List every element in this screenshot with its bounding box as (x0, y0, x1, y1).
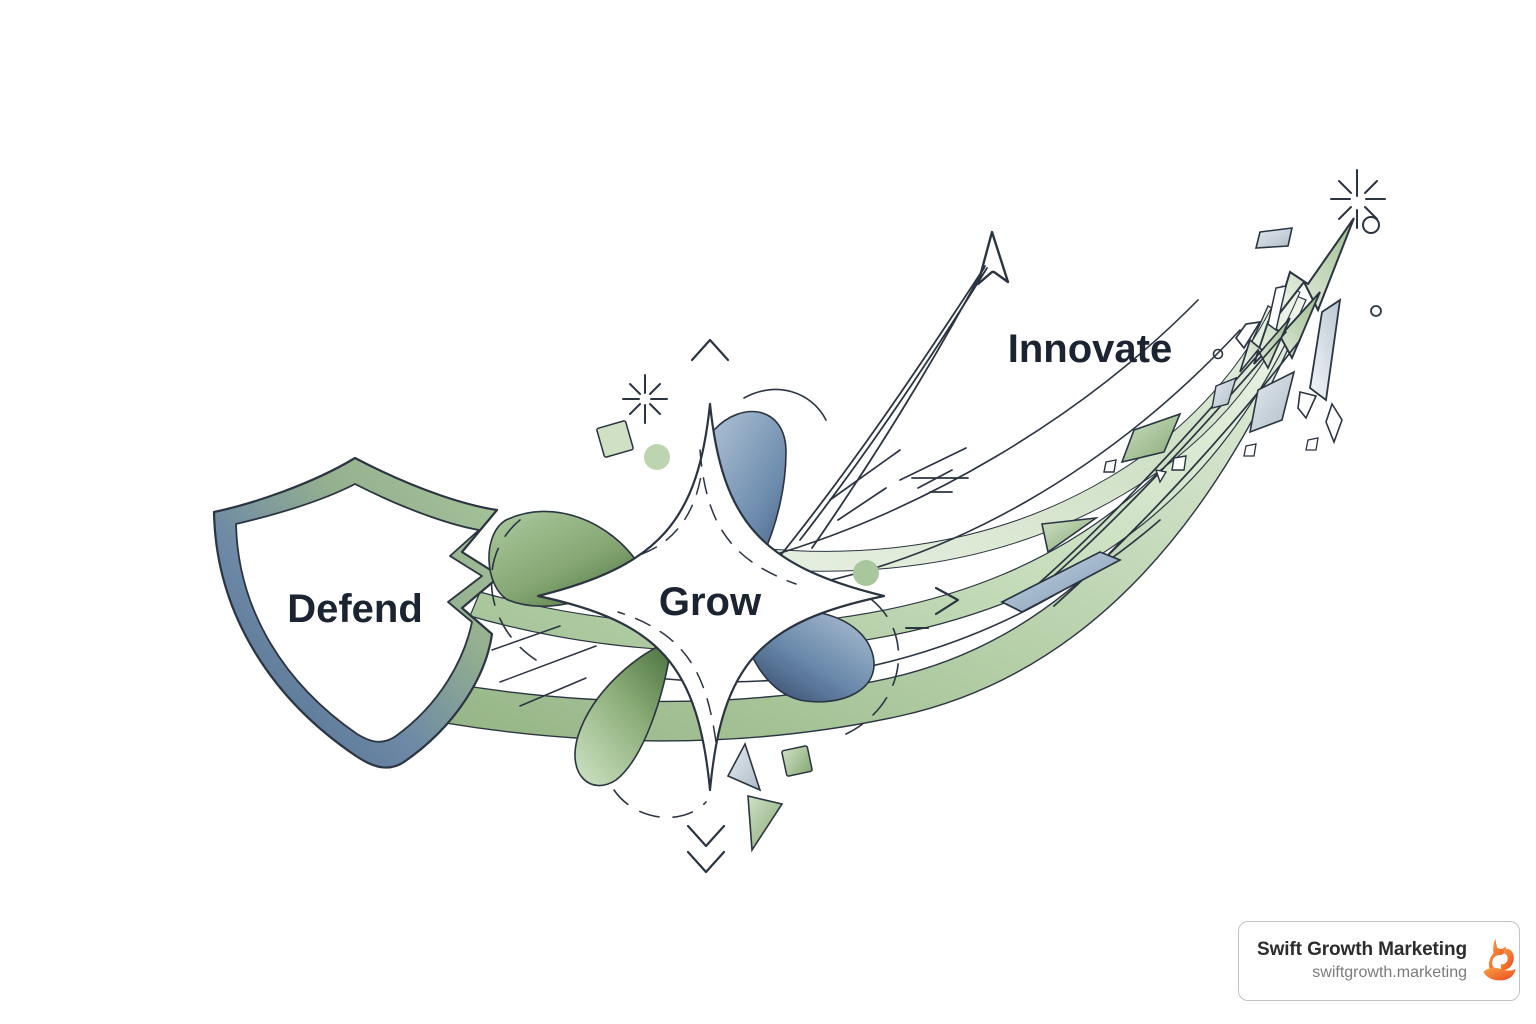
chevron-down-mark-2 (686, 850, 726, 874)
chevron-down-mark-1 (686, 824, 726, 848)
four-point-star-icon (536, 402, 886, 792)
badge-text-column: Swift Growth Marketing swiftgrowth.marke… (1257, 939, 1467, 983)
brand-badge[interactable]: Swift Growth Marketing swiftgrowth.marke… (1238, 921, 1520, 1001)
shield-inner-white (235, 483, 483, 743)
swirl-arc-bottom (613, 789, 707, 819)
fragment-green-diamond (1120, 412, 1182, 464)
fragment-outline-tiny-b (1171, 455, 1187, 471)
badge-title: Swift Growth Marketing (1257, 939, 1467, 961)
fragment-outline-kite (1297, 391, 1318, 420)
swirl-arc-right (845, 599, 900, 735)
shard-slate-tall (1309, 298, 1342, 402)
square-green-lower (781, 745, 813, 777)
sparkle-burst-icon (1330, 169, 1386, 229)
stage-label-defend: Defend (287, 587, 423, 631)
shard-slate-narrow (1267, 285, 1287, 332)
fragment-outline-tiny-d (1305, 437, 1319, 451)
fox-logo-icon (1477, 935, 1523, 987)
innovate-arrow-cluster (1037, 169, 1386, 607)
fragment-green-triangle (1041, 516, 1099, 554)
star-inner-dashes (617, 449, 797, 743)
fragment-outline-tiny-c (1243, 443, 1257, 457)
dot-ring-large (1362, 216, 1380, 234)
fragment-outline-tiny-a (1103, 459, 1117, 473)
grow-group: Grow (488, 388, 900, 819)
star-speed-lines (491, 625, 597, 707)
fragment-outline-diamond (1325, 402, 1343, 445)
decorative-marks (686, 338, 969, 874)
arc-top-small (743, 388, 827, 421)
dot-ring-small (1370, 305, 1382, 317)
swirl-arc-left (490, 519, 537, 661)
motion-lines (829, 447, 967, 521)
stage-label-grow: Grow (659, 580, 762, 624)
fragment-green-triangle-lower (747, 794, 784, 853)
square-green-upper (596, 420, 634, 458)
fragment-slate-triangle-lower (726, 741, 762, 792)
chevron-right-mark (934, 586, 960, 616)
badge-subtitle: swiftgrowth.marketing (1312, 963, 1467, 981)
arrowhead-outline-small (1234, 320, 1262, 350)
shield-group: Defend (212, 456, 502, 769)
fragment-slate-quad-1 (1254, 227, 1294, 249)
chevron-up-mark (690, 338, 730, 362)
fragment-slate-parallelogram (1248, 370, 1296, 434)
dot-green-upper (644, 444, 670, 470)
dot-ring-tiny (1212, 348, 1224, 360)
fragment-outline-tiny-e (1154, 469, 1168, 484)
stage-label-innovate: Innovate (1008, 327, 1172, 371)
main-arrow-group (771, 230, 1010, 567)
fragment-blue-parallelogram (1000, 551, 1123, 613)
petal-green-bottom (574, 638, 673, 787)
fragment-shapes (596, 227, 1343, 853)
fragment-slate-sliver (1211, 376, 1238, 409)
sparkle-small-icon (622, 374, 668, 424)
dot-green-mid (853, 560, 879, 586)
